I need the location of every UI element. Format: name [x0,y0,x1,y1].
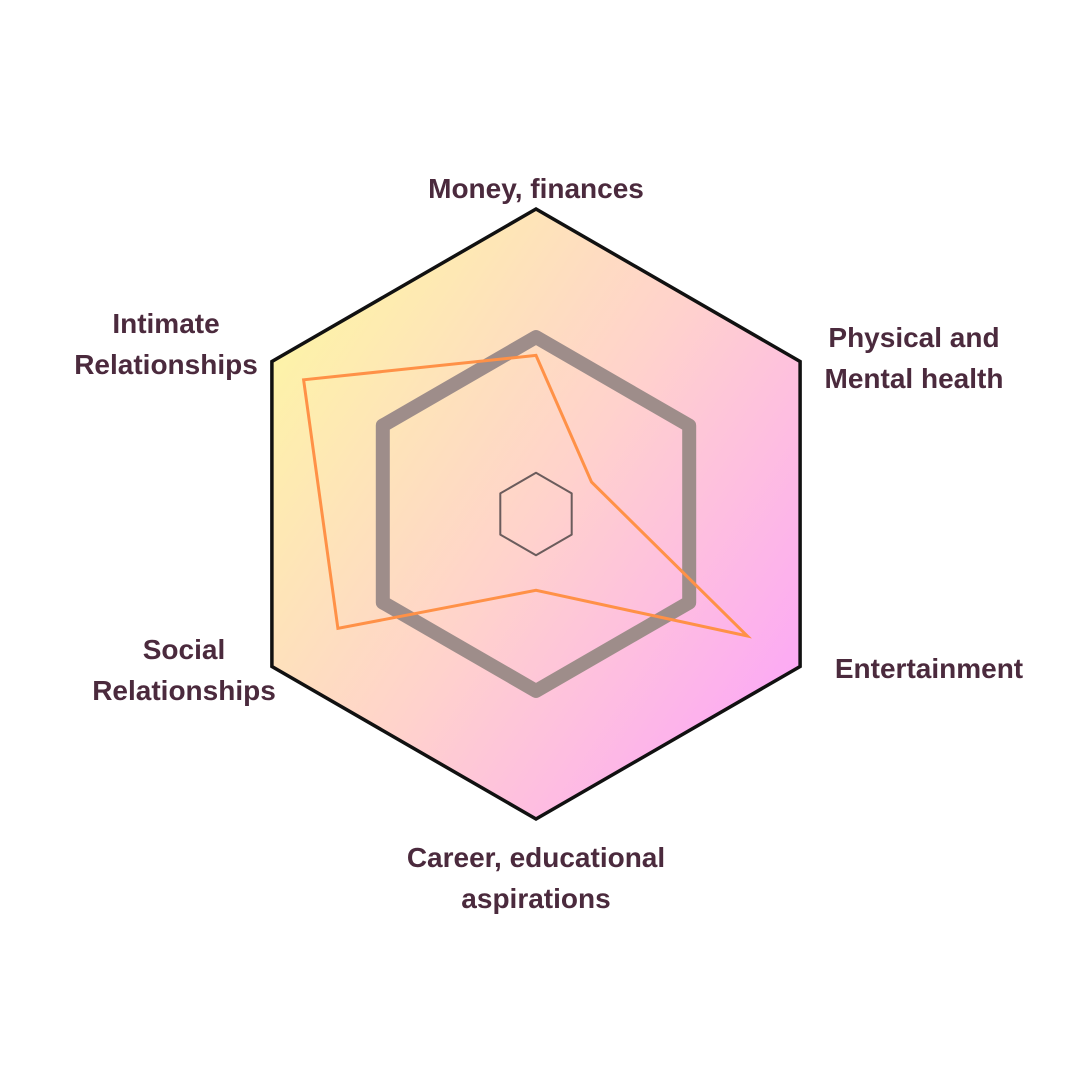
axis-label-social: Social Relationships [92,629,276,711]
reference-ring-outer [375,330,697,698]
axis-label-intimate: Intimate Relationships [74,303,258,385]
axis-label-career: Career, educational aspirations [407,837,665,919]
axis-label-line: Career, educational [406,842,666,873]
axis-label-entertainment: Entertainment [835,648,1023,689]
series-line [301,353,753,639]
axis-label-line: Mental health [824,363,1004,394]
axis-label-line: Relationships [74,349,258,380]
axis-label-line: Entertainment [834,653,1024,684]
outer-hexagon [270,206,802,822]
axis-label-line: Social [142,634,226,665]
axis-label-line: Physical and [828,322,1000,353]
reference-ring-inner [499,471,573,557]
axis-label-money: Money, finances [428,168,644,209]
axis-label-line: Money, finances [428,173,644,204]
axis-label-line: aspirations [461,883,611,914]
axis-label-health: Physical and Mental health [825,317,1004,399]
axis-label-line: Relationships [92,675,276,706]
reference-rings [375,330,697,698]
axis-label-line: Intimate [112,308,220,339]
